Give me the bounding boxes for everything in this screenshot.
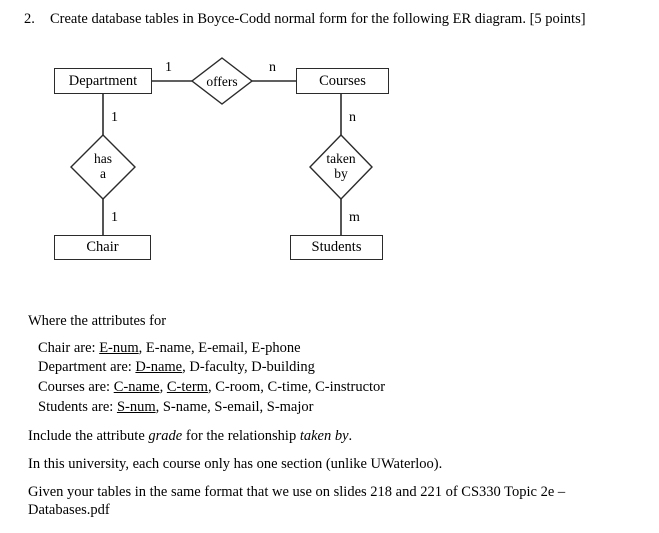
entity-courses-label: Courses <box>319 72 366 89</box>
attribute-key-chair: E-num <box>99 339 139 356</box>
lead-line: Where the attributes for <box>28 313 167 329</box>
note-grade-italic-relationship: taken by <box>299 428 349 445</box>
attribute-line-chair: Chair are: E-num, E-name, E-email, E-pho… <box>38 340 648 358</box>
body-text: Where the attributes for Chair are: E-nu… <box>28 314 648 533</box>
note-section: In this university, each course only has… <box>28 455 443 472</box>
attribute-sep-courses: , <box>159 378 167 395</box>
cardinality-department-hasa: 1 <box>111 110 118 125</box>
relationship-has-a-line2: a <box>100 166 106 182</box>
question-text: Create database tables in Boyce-Codd nor… <box>50 11 586 27</box>
er-diagram: Department Courses Chair Students offers… <box>0 50 440 280</box>
entity-department-label: Department <box>68 72 138 89</box>
relationship-has-a-label: has a <box>78 151 128 181</box>
note-grade-mid: for the relationship <box>182 428 300 445</box>
attribute-list: Chair are: E-num, E-name, E-email, E-pho… <box>38 340 648 417</box>
attribute-rest-department: , D-faculty, D-building <box>182 359 315 376</box>
attribute-entity-courses: Courses are: <box>38 378 111 395</box>
cardinality-offers-courses: n <box>269 60 276 75</box>
cardinality-courses-takenby: n <box>349 110 356 125</box>
attribute-key-department: D-name <box>135 359 183 376</box>
diamond-offers <box>190 57 254 105</box>
relationship-taken-by-line2: by <box>334 166 348 182</box>
attribute-entity-chair: Chair are: <box>38 339 96 356</box>
attribute-entity-department: Department are: <box>38 359 132 376</box>
cardinality-takenby-students: m <box>349 210 360 225</box>
attribute-entity-students: Students are: <box>38 398 114 415</box>
attribute-rest-courses: , C-room, C-time, C-instructor <box>207 378 386 395</box>
er-diagram-lines <box>70 57 373 235</box>
entity-chair-label: Chair <box>86 239 119 256</box>
attribute-line-students: Students are: S-num, S-name, S-email, S-… <box>38 399 648 417</box>
entity-students: Students <box>290 235 383 260</box>
attribute-line-courses: Courses are: C-name, C-term, C-room, C-t… <box>38 379 648 397</box>
entity-courses: Courses <box>296 68 389 94</box>
cardinality-department-offers: 1 <box>165 60 172 75</box>
relationship-has-a-line1: has <box>94 151 112 166</box>
attribute-line-department: Department are: D-name, D-faculty, D-bui… <box>38 359 648 377</box>
attribute-key-students: S-num <box>116 398 156 415</box>
note-grade-post: . <box>348 428 353 445</box>
relationship-taken-by-line1: taken <box>326 151 356 166</box>
question-number: 2. <box>24 11 35 27</box>
attribute-rest-students: , S-name, S-email, S-major <box>155 398 314 415</box>
note-format: Given your tables in the same format tha… <box>28 484 566 518</box>
entity-chair: Chair <box>54 235 151 260</box>
attribute-key-courses-1: C-name <box>113 378 160 395</box>
note-grade: Include the attribute grade for the rela… <box>28 429 648 444</box>
note-grade-italic-attribute: grade <box>148 428 183 445</box>
attribute-key-courses-2: C-term <box>166 378 208 395</box>
note-grade-pre: Include the attribute <box>28 428 149 445</box>
cardinality-hasa-chair: 1 <box>111 210 118 225</box>
attribute-rest-chair: , E-name, E-email, E-phone <box>138 339 301 356</box>
entity-students-label: Students <box>311 239 362 256</box>
entity-department: Department <box>54 68 152 94</box>
relationship-offers-label: offers <box>206 74 238 89</box>
relationship-taken-by-label: taken by <box>316 151 366 181</box>
question-header: 2. Create database tables in Boyce-Codd n… <box>24 10 656 28</box>
